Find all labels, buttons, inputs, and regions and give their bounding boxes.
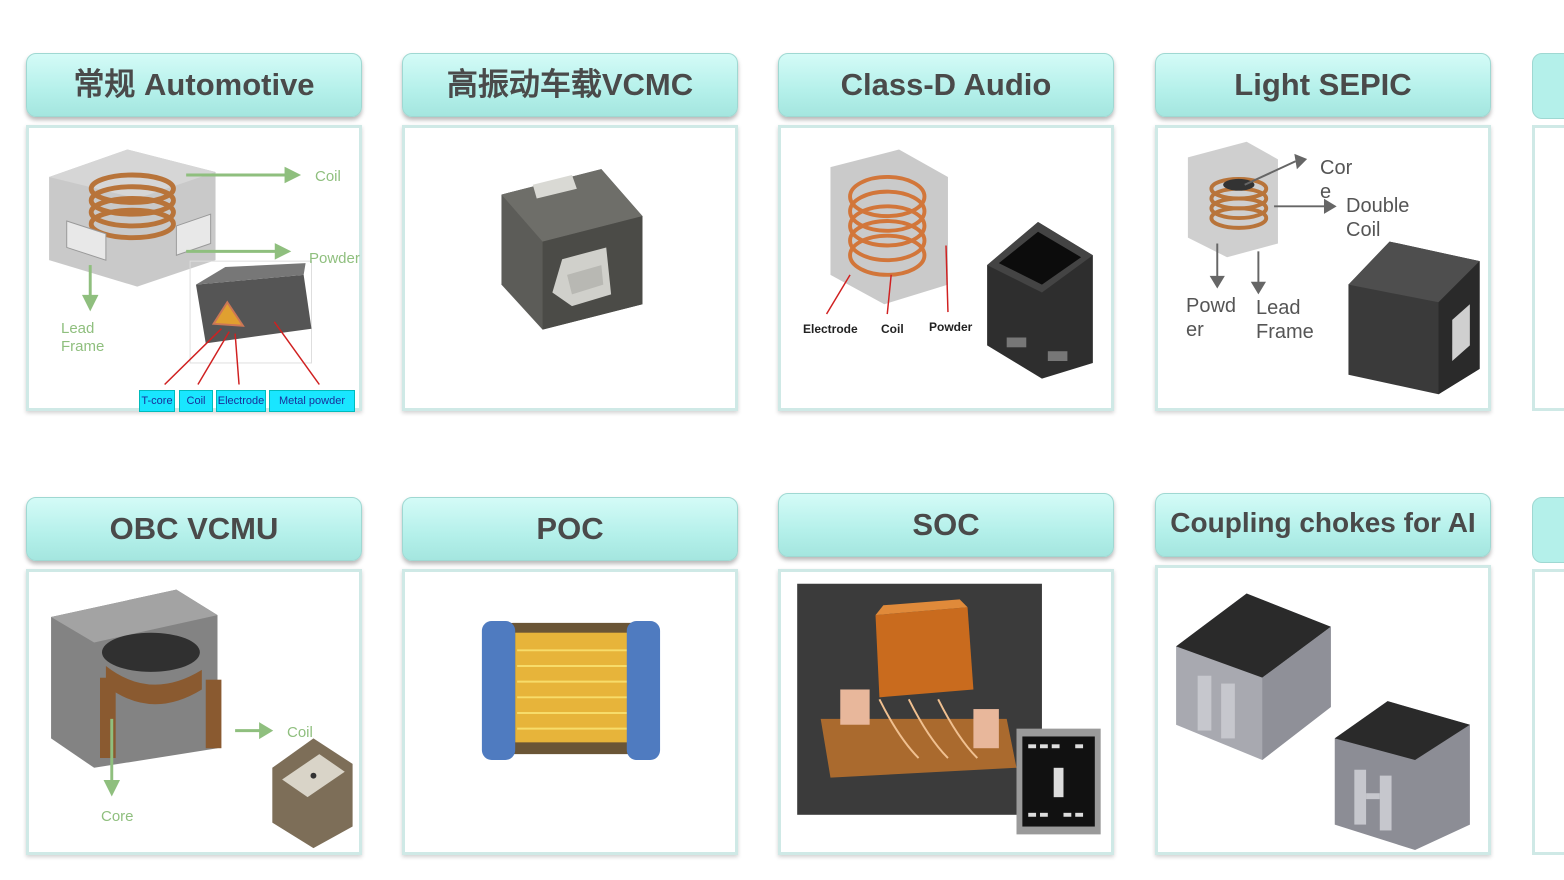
tile-image-panel: Coil Core bbox=[26, 569, 362, 855]
label-lead-frame: Lead Frame bbox=[1256, 297, 1314, 343]
tile-title: SOC bbox=[778, 493, 1114, 557]
chip-label-t-core: T-core bbox=[139, 390, 175, 412]
tile-title: Coupling chokes for AI bbox=[1155, 493, 1491, 557]
tile-image-panel bbox=[1155, 565, 1491, 855]
label-coil: Coil bbox=[287, 724, 313, 741]
chip-label-coil: Coil bbox=[179, 390, 213, 412]
tile-title: OBC VCMU bbox=[26, 497, 362, 561]
label-double-coil: Double Coil bbox=[1346, 195, 1410, 241]
label-core: Cor e bbox=[1320, 157, 1353, 203]
partial-tile-row2 bbox=[1532, 497, 1564, 857]
chip-label-electrode: Electrode bbox=[216, 390, 266, 412]
label-electrode: Electrode bbox=[803, 322, 858, 336]
label-powder: Powder bbox=[309, 250, 360, 267]
label-powder: Powder bbox=[929, 320, 973, 334]
tile-image-panel bbox=[402, 125, 738, 411]
tile-image-panel bbox=[402, 569, 738, 855]
chip-label-metal-powder: Metal powder bbox=[269, 390, 355, 412]
tile-image-panel: Coil Powder Lead Frame T-core Coil Elect… bbox=[26, 125, 362, 412]
tile-title: Class-D Audio bbox=[778, 53, 1114, 117]
tile-title: 常规 Automotive bbox=[26, 53, 362, 117]
label-core: Core bbox=[101, 808, 134, 825]
light-sepic-inductor-illustration bbox=[1187, 141, 1480, 395]
tile-title: 高振动车载VCMC bbox=[402, 53, 738, 117]
soc-package-illustration bbox=[797, 583, 1101, 835]
label-powder: Powd er bbox=[1186, 295, 1237, 341]
label-coil: Coil bbox=[881, 322, 904, 336]
coupling-choke-illustration bbox=[1176, 593, 1470, 851]
automotive-inductor-illustration bbox=[49, 149, 320, 386]
label-lead-frame: Lead Frame bbox=[61, 320, 105, 355]
tile-image-panel: Cor e Double Coil Powd er Lead Frame bbox=[1155, 125, 1491, 411]
class-d-inductor-illustration bbox=[825, 149, 1093, 379]
tile-image-panel bbox=[778, 569, 1114, 855]
partial-tile-row1 bbox=[1532, 53, 1564, 413]
vcmc-inductor-illustration bbox=[501, 169, 643, 330]
poc-inductor-illustration bbox=[481, 620, 661, 760]
label-coil: Coil bbox=[315, 168, 341, 185]
tile-image-panel: Electrode Coil Powder bbox=[778, 125, 1114, 411]
obc-vcmu-inductor-illustration bbox=[51, 589, 353, 849]
tile-title: POC bbox=[402, 497, 738, 561]
tile-title: Light SEPIC bbox=[1155, 53, 1491, 117]
